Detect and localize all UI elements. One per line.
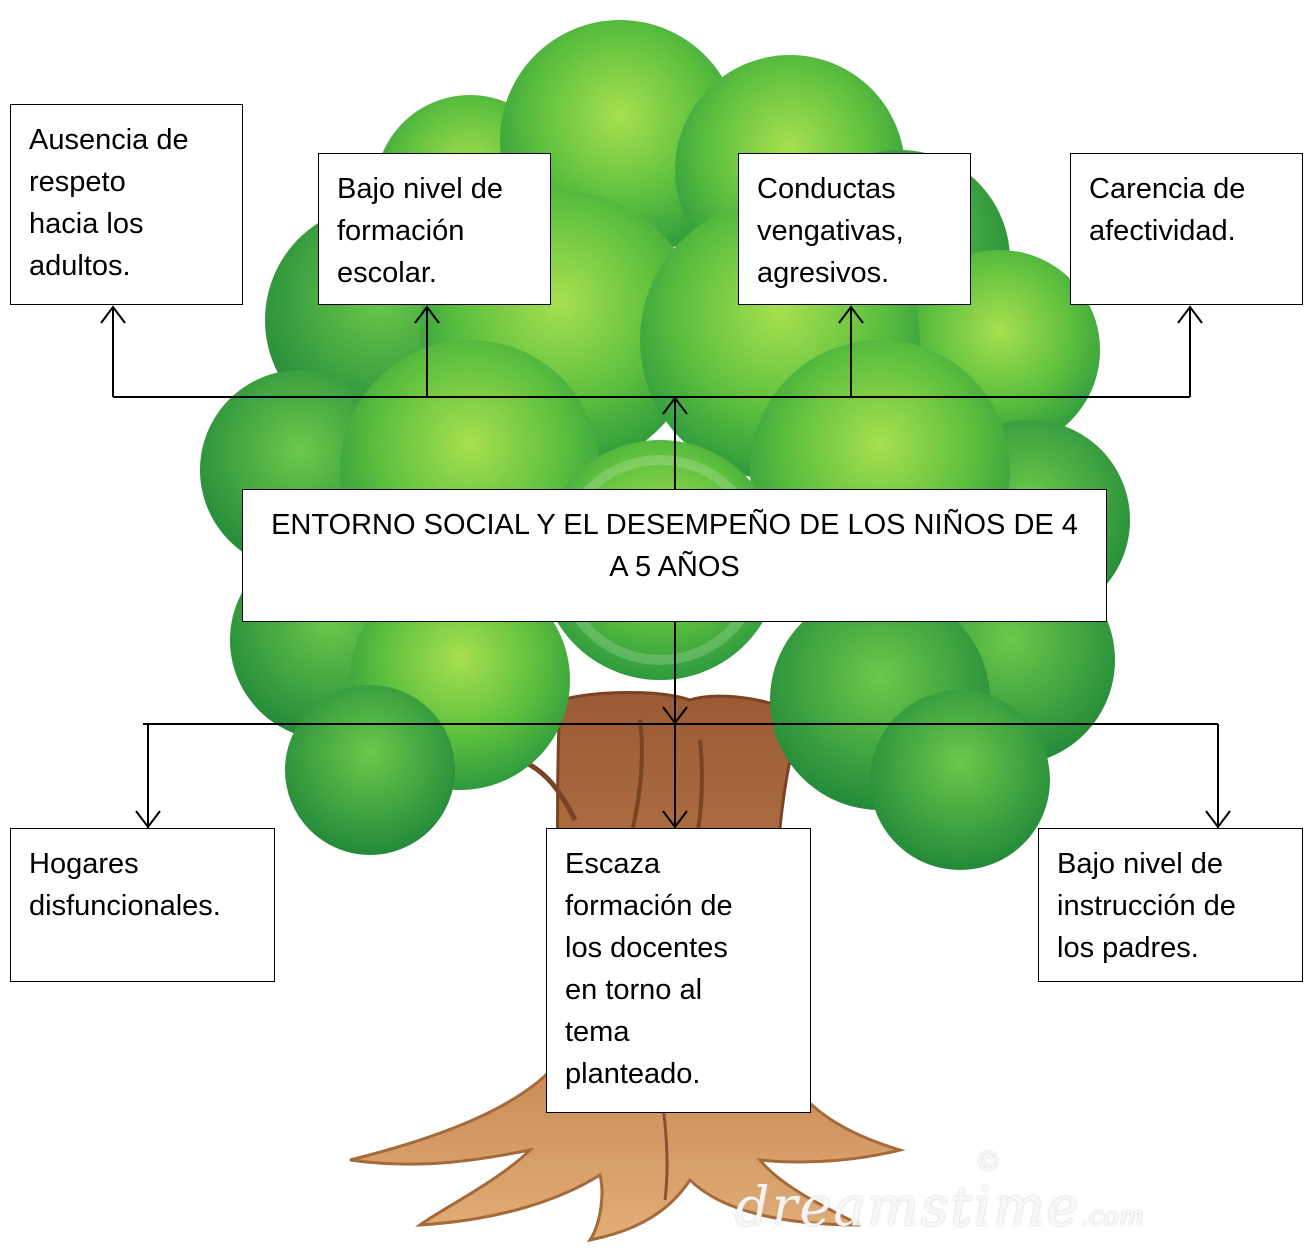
arrow-effect-2 [414,305,440,324]
arrow-cause-3 [1205,810,1231,829]
watermark-symbol: © [975,1147,1003,1177]
effect-box-4: Carencia de afectividad. [1070,153,1303,305]
arrow-cause-2 [662,810,688,829]
arrow-effect-3 [838,305,864,324]
watermark-suffix: .com [1080,1202,1144,1232]
arrow-cause-1 [135,810,161,829]
effect-box-3: Conductas vengativas, agresivos. [738,153,971,305]
effect-box-2: Bajo nivel de formación escolar. [318,153,551,305]
cause-box-3: Bajo nivel de instrucción de los padres. [1038,828,1303,982]
central-problem-box: ENTORNO SOCIAL Y EL DESEMPEÑO DE LOS NIÑ… [242,489,1107,622]
cause-box-1: Hogares disfuncionales. [10,828,275,982]
connectors [100,305,1231,829]
watermark-text: dreamstime [735,1175,1081,1238]
effect-box-1: Ausencia de respeto hacia los adultos. [10,104,243,305]
cause-box-2: Escaza formación de los docentes en torn… [546,828,811,1113]
center-up-arrow [662,396,688,415]
watermark: © dreamstime.com [735,1147,1144,1238]
arrow-effect-1 [100,305,126,324]
arrow-effect-4 [1177,305,1203,324]
